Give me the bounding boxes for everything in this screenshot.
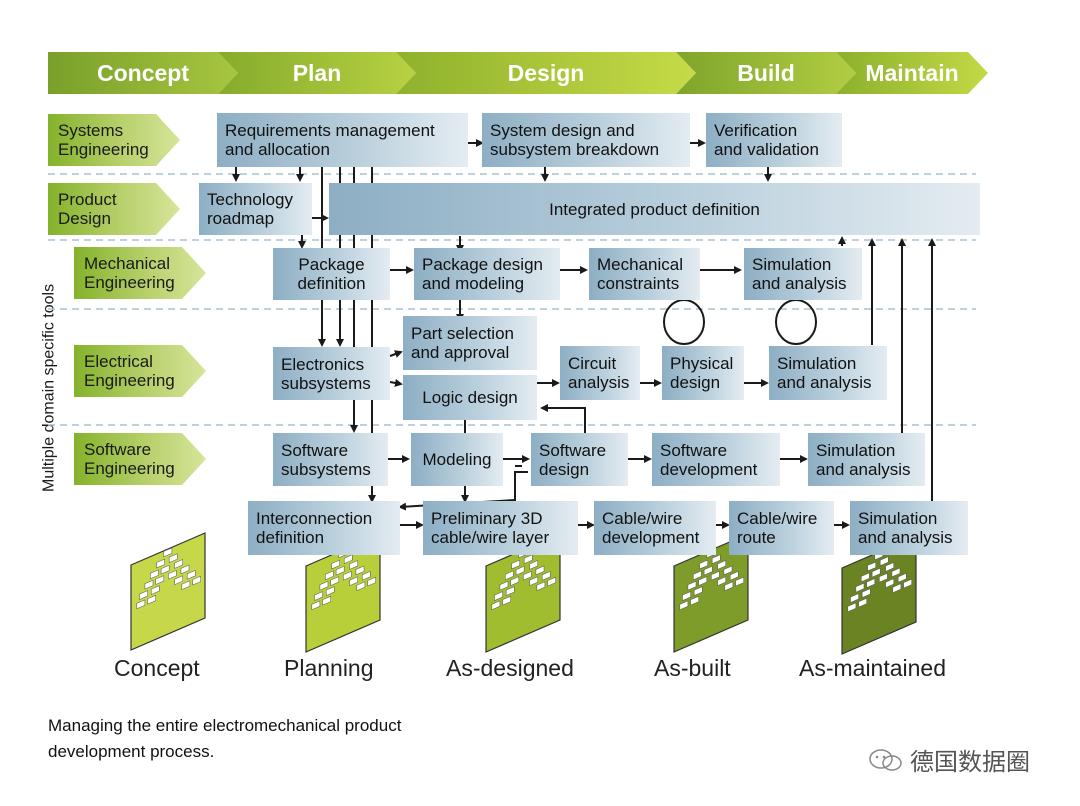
box-mechanical-constraints: Mechanical constraints [589,248,700,300]
phase-concept: Concept [48,52,238,94]
row-label: Mechanical Engineering [84,254,175,292]
brand-watermark: 德国数据圈 [868,742,1030,777]
stage-label-as-built: As-built [654,655,731,681]
row-electrical-engineering: Electrical Engineering [74,345,206,397]
box-interconnection-definition: Interconnection definition [248,501,400,555]
box-software-development: Software development [652,433,780,486]
stage-label-as-maintained: As-maintained [799,655,947,681]
box-simulation-software: Simulation and analysis [808,433,925,486]
wechat-icon [869,748,902,771]
box-integrated-product-definition: Integrated product definition [329,183,980,235]
box-software-subsystems: Software subsystems [273,433,388,486]
box-physical-design: Physical design [662,346,744,400]
box-logic-design: Logic design [403,375,537,420]
box-cable-wire-route: Cable/wire route [729,501,834,555]
row-software-engineering: Software Engineering [74,433,206,485]
box-package-definition: Package definition [273,248,390,300]
box-modeling: Modeling [411,433,503,486]
phase-design: Design [396,52,696,94]
row-label: Electrical Engineering [84,352,175,390]
row-label: Software Engineering [84,440,175,478]
box-package-design: Package design and modeling [414,248,560,300]
box-requirements-management: Requirements management and allocation [217,113,468,167]
row-label: Systems Engineering [58,121,149,159]
figure-caption: Managing the entire electromechanical pr… [48,716,402,761]
stage-label-planning: Planning [284,655,374,681]
box-cable-wire-development: Cable/wire development [594,501,716,555]
box-simulation-cable: Simulation and analysis [850,501,968,555]
box-circuit-analysis: Circuit analysis [560,346,640,400]
box-preliminary-3d: Preliminary 3D cable/wire layer [423,501,578,555]
box-software-design: Software design [531,433,628,486]
stage-label-concept: Concept [114,655,200,681]
phase-build: Build [676,52,856,94]
tree-panel-as-built [673,533,749,653]
row-mechanical-engineering: Mechanical Engineering [74,247,206,299]
stage-label-as-designed: As-designed [446,655,574,681]
phase-maintain: Maintain [836,52,988,94]
box-simulation-mechanical: Simulation and analysis [744,248,862,300]
phase-plan: Plan [218,52,416,94]
box-technology-roadmap: Technology roadmap [199,183,312,235]
row-systems-engineering: Systems Engineering [48,114,180,166]
box-simulation-electrical: Simulation and analysis [769,346,887,400]
row-product-design: Product Design [48,183,180,235]
box-part-selection: Part selection and approval [403,316,537,370]
box-verification: Verification and validation [706,113,842,167]
brand-name: 德国数据圈 [910,749,1030,776]
box-system-design: System design and subsystem breakdown [482,113,690,167]
row-label: Product Design [58,190,117,228]
box-electronics-subsystems: Electronics subsystems [273,347,390,400]
tree-panel-concept [130,532,206,651]
